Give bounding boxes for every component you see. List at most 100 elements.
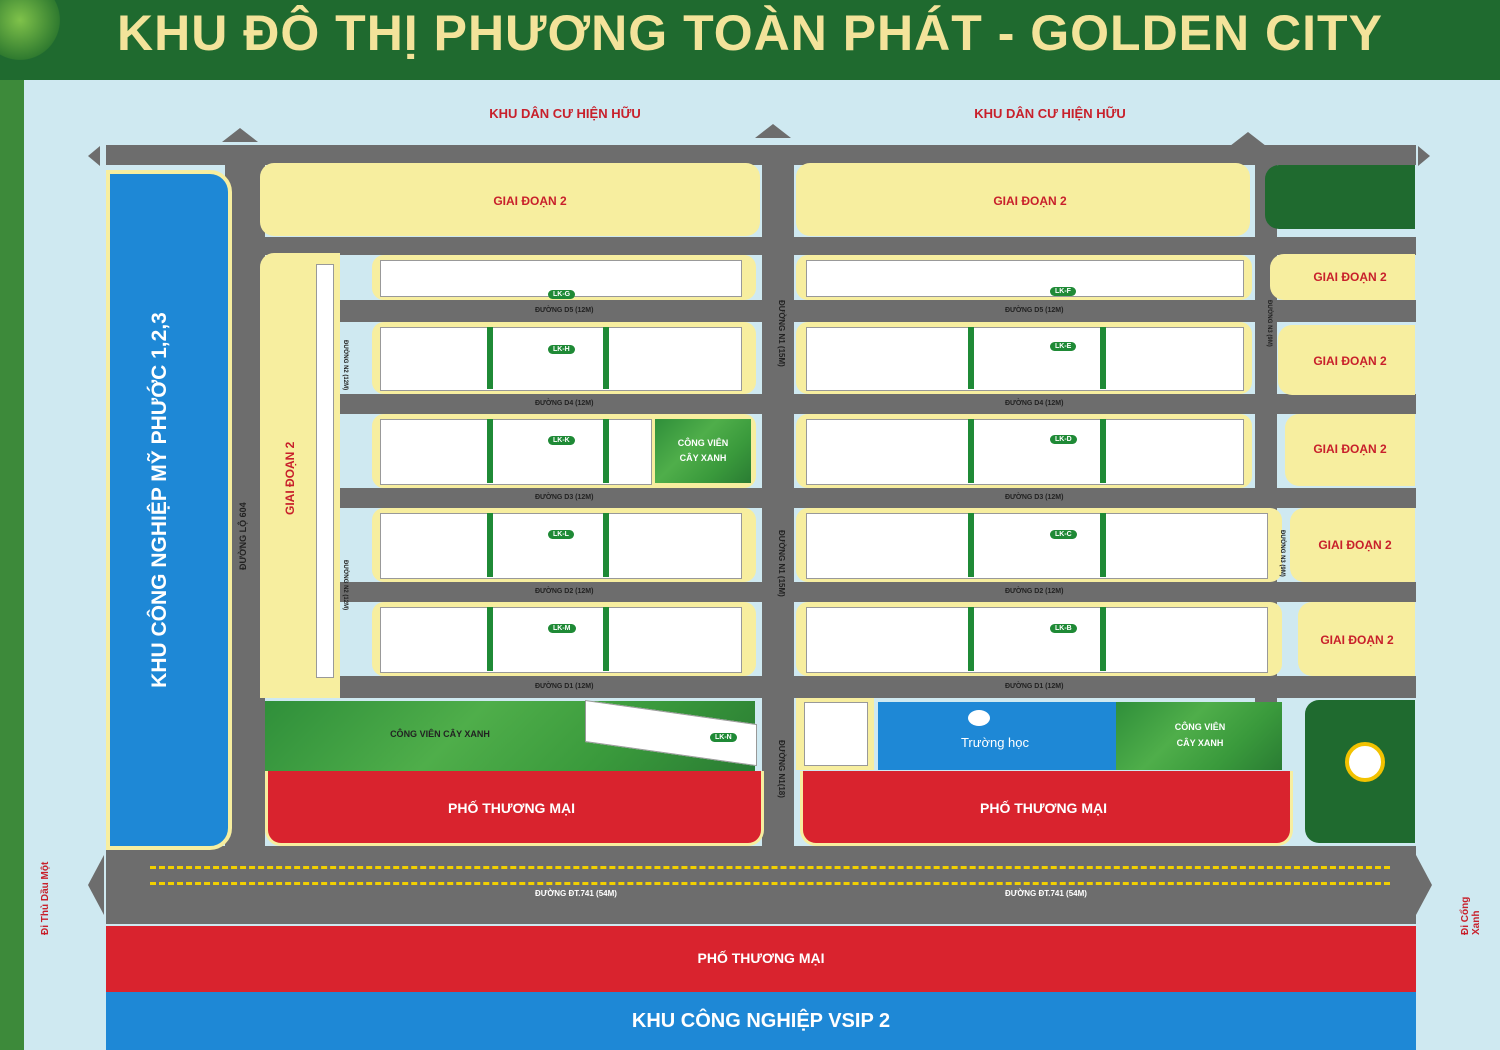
phase2-top-right-label: GIAI ĐOẠN 2 <box>993 194 1067 208</box>
west-industrial-zone <box>106 170 232 850</box>
commercial-band <box>106 926 1416 992</box>
greenbar-lke-1 <box>968 327 974 389</box>
d5-label-right: ĐƯỜNG D5 (12M) <box>1005 307 1064 314</box>
lots-lka <box>804 702 868 766</box>
d4-label-right: ĐƯỜNG D4 (12M) <box>1005 400 1064 407</box>
commercial-bottom-right-label: PHỐ THƯƠNG MẠI <box>980 800 1107 816</box>
north-label-right: KHU DÂN CƯ HIỆN HỮU <box>974 106 1126 121</box>
phase2-east-5 <box>1298 602 1415 676</box>
phase2-top-left <box>260 163 760 236</box>
lots-lke <box>806 327 1244 391</box>
d2-label-right: ĐƯỜNG D2 (12M) <box>1005 588 1064 595</box>
tag-lke: LK-E <box>1050 342 1077 351</box>
mini-park-label-2: CÂY XANH <box>679 453 727 463</box>
school-icon <box>968 710 990 726</box>
road-upper <box>106 237 1416 255</box>
commercial-bottom-left-label: PHỐ THƯƠNG MẠI <box>448 800 575 816</box>
d1-label-left: ĐƯỜNG D1 (12M) <box>535 683 594 690</box>
d5-label-left: ĐƯỜNG D5 (12M) <box>535 307 594 314</box>
d3-label-left: ĐƯỜNG D3 (12M) <box>535 494 594 501</box>
tag-lkc: LK-C <box>1050 530 1077 539</box>
phase2-east-4-label: GIAI ĐOẠN 2 <box>1318 538 1392 552</box>
d1-label-right: ĐƯỜNG D1 (12M) <box>1005 683 1064 690</box>
dt741-label-right: ĐƯỜNG ĐT.741 (54M) <box>1005 889 1087 898</box>
phase2-east-1-label: GIAI ĐOẠN 2 <box>1313 270 1387 284</box>
greenbar-lkh-1 <box>487 327 493 389</box>
header-bar <box>0 0 1500 80</box>
d2-label-left: ĐƯỜNG D2 (12M) <box>535 588 594 595</box>
tag-lkd: LK-D <box>1050 435 1077 444</box>
arrow-up-3 <box>1230 132 1266 146</box>
leaf-decoration <box>0 0 60 60</box>
commercial-bottom-right <box>800 771 1293 846</box>
park-bottom-right <box>1116 702 1282 770</box>
vsip2-zone <box>106 992 1416 1050</box>
greenbar-lkm-1 <box>487 607 493 671</box>
lots-lkk <box>380 419 652 485</box>
north-road <box>106 145 1416 165</box>
green-corner-top <box>1265 165 1415 229</box>
n2-label-1: ĐƯỜNG N2 (12M) <box>342 340 348 391</box>
greenbar-lkl-2 <box>603 513 609 577</box>
lots-lkd <box>806 419 1244 485</box>
arrow-left-north <box>88 146 100 166</box>
lots-west-column <box>316 264 334 678</box>
phase2-east-5-label: GIAI ĐOẠN 2 <box>1320 633 1394 647</box>
lo604-label: ĐƯỜNG LỘ 604 <box>238 502 248 570</box>
lots-lkm <box>380 607 742 673</box>
mini-park <box>655 419 751 483</box>
phase2-east-1 <box>1270 254 1415 300</box>
arrow-right-dt741 <box>1416 855 1432 915</box>
direction-west: Đi Thủ Dầu Một <box>40 861 51 935</box>
lots-lkf <box>806 260 1244 297</box>
greenbar-lkc-1 <box>968 513 974 577</box>
tag-lkb: LK-B <box>1050 624 1077 633</box>
lane-line-1 <box>150 866 1390 869</box>
road-n1 <box>762 160 794 860</box>
dt741-label-left: ĐƯỜNG ĐT.741 (54M) <box>535 889 617 898</box>
park-bottom-right-label-1: CÔNG VIÊN <box>1174 722 1226 732</box>
greenbar-lkm-2 <box>603 607 609 671</box>
greenbar-lkb-1 <box>968 607 974 671</box>
d3-label-right: ĐƯỜNG D3 (12M) <box>1005 494 1064 501</box>
page-title: KHU ĐÔ THỊ PHƯƠNG TOÀN PHÁT - GOLDEN CIT… <box>117 5 1383 61</box>
phase2-east-3-label: GIAI ĐOẠN 2 <box>1313 442 1387 456</box>
greenbar-lkk-1 <box>487 419 493 483</box>
phase2-east-4 <box>1290 508 1415 582</box>
arrow-left-dt741 <box>88 855 104 915</box>
greenbar-lkd-2 <box>1100 419 1106 483</box>
arrow-right-north <box>1418 146 1430 166</box>
greenbar-lkb-2 <box>1100 607 1106 671</box>
greenbar-lkk-2 <box>603 419 609 483</box>
n1-label-1: ĐƯỜNG N1 (15M) <box>777 300 786 367</box>
park-bottom-left-label: CÔNG VIÊN CÂY XANH <box>390 729 490 739</box>
d4-label-left: ĐƯỜNG D4 (12M) <box>535 400 594 407</box>
n3-label-2: ĐƯỜNG N3 (9M) <box>1279 530 1285 577</box>
lots-lkl <box>380 513 742 579</box>
tag-lkn: LK-N <box>710 733 737 742</box>
n1-label-2: ĐƯỜNG N1 (15M) <box>777 530 786 597</box>
tag-lkk: LK-K <box>548 436 575 445</box>
tag-lkf: LK-F <box>1050 287 1076 296</box>
lots-lkc <box>806 513 1268 579</box>
north-label-left: KHU DÂN CƯ HIỆN HỮU <box>489 106 641 121</box>
commercial-band-label: PHỐ THƯƠNG MẠI <box>697 950 825 966</box>
n3-label-1: ĐƯỜNG N3 (9M) <box>1266 300 1272 347</box>
tag-lkl: LK-L <box>548 530 574 539</box>
greenbar-lke-2 <box>1100 327 1106 389</box>
west-industrial-label: KHU CÔNG NGHIỆP MỸ PHƯỚC 1,2,3 <box>148 312 171 688</box>
lots-lkh <box>380 327 742 391</box>
logo-icon <box>1345 742 1385 782</box>
road-d3 <box>340 488 1416 508</box>
greenbar-lkc-2 <box>1100 513 1106 577</box>
park-bottom-right-label-2: CÂY XANH <box>1176 738 1224 748</box>
road-d1 <box>340 676 1416 698</box>
tag-lkh: LK-H <box>548 345 575 354</box>
arrow-up-2 <box>755 124 791 138</box>
direction-east: Đi Cổng Xanh <box>1460 896 1482 935</box>
phase2-east-2-label: GIAI ĐOẠN 2 <box>1313 354 1387 368</box>
tag-lkg: LK-G <box>548 290 576 299</box>
tag-lkm: LK-M <box>548 624 576 633</box>
vsip2-label: KHU CÔNG NGHIỆP VSIP 2 <box>631 1010 891 1032</box>
n1-18-label: ĐƯỜNG N1(18) <box>777 740 786 798</box>
